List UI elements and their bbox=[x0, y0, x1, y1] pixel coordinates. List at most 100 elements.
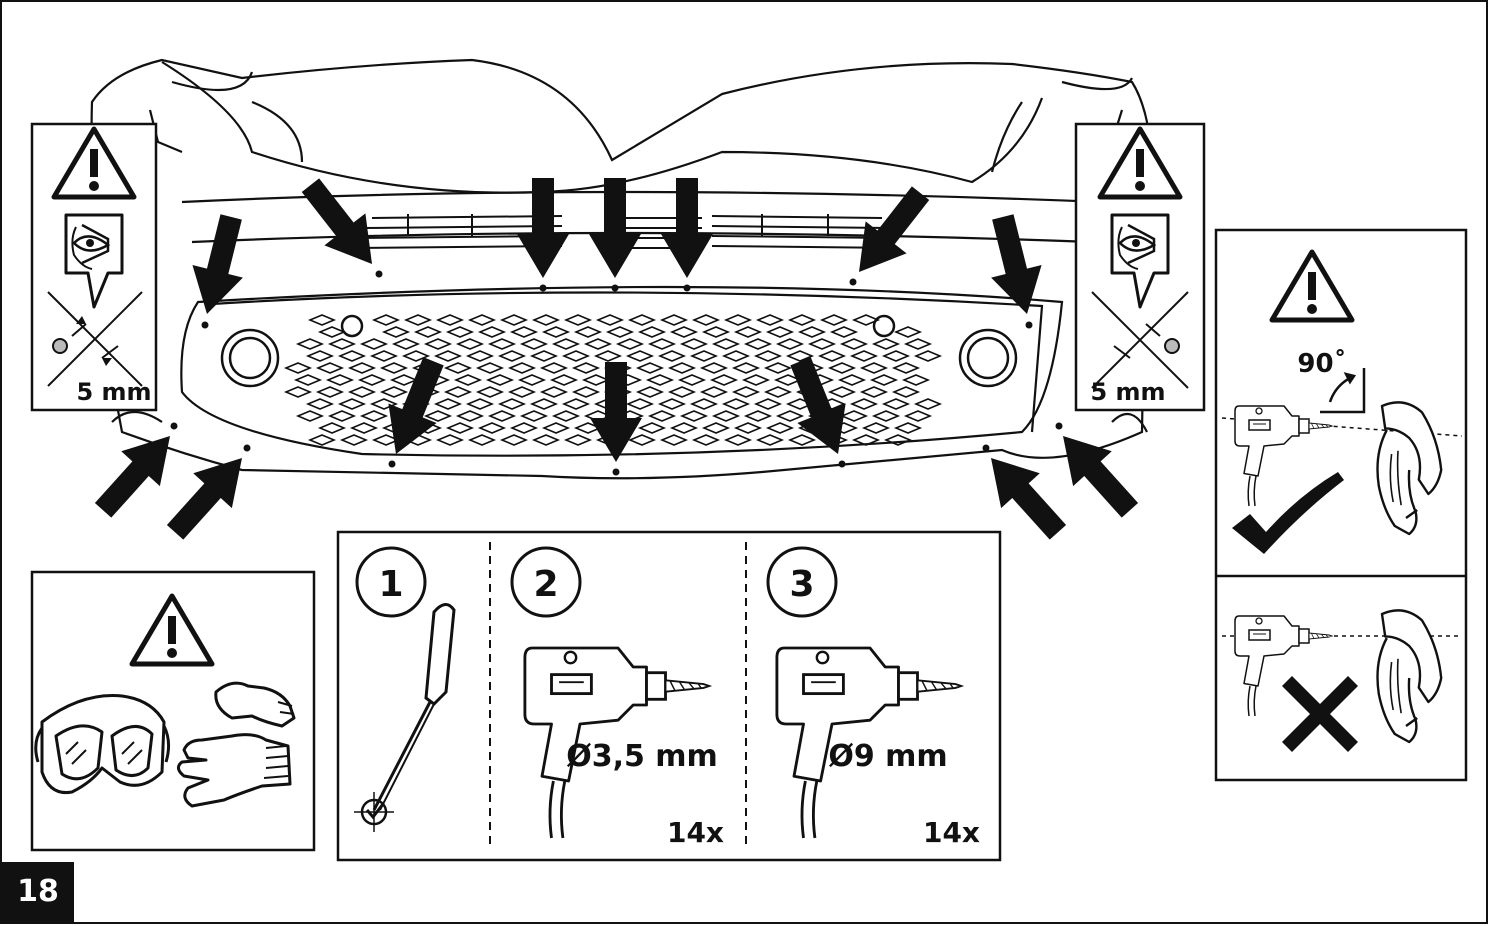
grille-cell bbox=[295, 338, 325, 350]
grille-cell bbox=[581, 374, 611, 386]
grille-cell bbox=[539, 386, 569, 398]
grille-cell bbox=[499, 314, 529, 326]
grille-cell bbox=[667, 362, 697, 374]
grille-cell bbox=[443, 386, 473, 398]
grille-cell bbox=[349, 422, 379, 434]
grille-cell bbox=[891, 362, 921, 374]
step-2: 2 Ø3,5 mm 14x bbox=[510, 546, 724, 849]
fog-light-left bbox=[220, 314, 364, 388]
grille-cell bbox=[305, 398, 335, 410]
grille-cell bbox=[347, 362, 377, 374]
grille-cell bbox=[901, 374, 931, 386]
grille-cell bbox=[379, 362, 409, 374]
arrow-icon bbox=[83, 418, 190, 528]
grille-cell bbox=[701, 422, 731, 434]
grille-cell bbox=[445, 326, 475, 338]
grille-cell bbox=[753, 398, 783, 410]
grille-cell bbox=[807, 338, 837, 350]
grille-cell bbox=[549, 374, 579, 386]
grille-cell bbox=[657, 398, 687, 410]
grille-cell bbox=[283, 386, 313, 398]
grille-cell bbox=[573, 326, 603, 338]
grille-cell bbox=[647, 338, 677, 350]
grille-cell bbox=[721, 398, 751, 410]
grille-cell bbox=[359, 410, 389, 422]
grille-cell bbox=[755, 314, 785, 326]
grille-cell bbox=[625, 350, 655, 362]
grille-cell bbox=[307, 314, 337, 326]
grille-cell bbox=[475, 386, 505, 398]
grille-cell bbox=[849, 350, 879, 362]
grille-cell bbox=[401, 350, 431, 362]
grille-cell bbox=[531, 314, 561, 326]
grille-cell bbox=[659, 434, 689, 446]
grille-cell bbox=[743, 410, 773, 422]
grille-cell bbox=[723, 314, 753, 326]
step-2-number: 2 bbox=[533, 564, 558, 605]
grille-cell bbox=[827, 362, 857, 374]
grille-cell bbox=[797, 326, 827, 338]
grille-cell bbox=[497, 398, 527, 410]
grille-cell bbox=[775, 410, 805, 422]
grille-cell bbox=[551, 410, 581, 422]
grille-cell bbox=[595, 314, 625, 326]
grille-cell bbox=[851, 434, 881, 446]
grille-cell bbox=[455, 410, 485, 422]
grille-cell bbox=[763, 362, 793, 374]
grille-cell bbox=[723, 434, 753, 446]
grille-cell bbox=[851, 314, 881, 326]
grille-cell bbox=[657, 350, 687, 362]
grille-cell bbox=[701, 326, 731, 338]
grille-cell bbox=[339, 434, 369, 446]
grille-cell bbox=[583, 338, 613, 350]
grille-cell bbox=[485, 374, 515, 386]
arrow-icon bbox=[155, 440, 262, 550]
grille-cell bbox=[891, 386, 921, 398]
grille-cell bbox=[295, 410, 325, 422]
grille-cell bbox=[507, 362, 537, 374]
grille-cell bbox=[903, 410, 933, 422]
grille-cell bbox=[465, 398, 495, 410]
grille-cell bbox=[859, 362, 889, 374]
grille-cell bbox=[369, 398, 399, 410]
grille-cell bbox=[327, 410, 357, 422]
grille-cell bbox=[637, 326, 667, 338]
grille-cell bbox=[763, 386, 793, 398]
grille-cell bbox=[507, 386, 537, 398]
grille-cell bbox=[753, 350, 783, 362]
grille-cell bbox=[467, 314, 497, 326]
grille-cell bbox=[391, 338, 421, 350]
grille-cell bbox=[659, 314, 689, 326]
grille-cell bbox=[541, 422, 571, 434]
grille-cell bbox=[883, 434, 913, 446]
grille-cell bbox=[307, 434, 337, 446]
grille-cell bbox=[467, 434, 497, 446]
grille-cell bbox=[615, 338, 645, 350]
step-1: 1 bbox=[354, 546, 456, 832]
checkmark-icon bbox=[1232, 472, 1344, 554]
grille-cell bbox=[403, 314, 433, 326]
grille-cell bbox=[785, 350, 815, 362]
grille-cell bbox=[837, 374, 867, 386]
grille-cell bbox=[293, 374, 323, 386]
grille-cell bbox=[477, 326, 507, 338]
grille-cell bbox=[689, 398, 719, 410]
safety-gear-panel bbox=[30, 570, 316, 852]
grille-cell bbox=[413, 326, 443, 338]
grille-cell bbox=[529, 398, 559, 410]
grille-cell bbox=[529, 350, 559, 362]
grille-cell bbox=[711, 338, 741, 350]
grille-cell bbox=[317, 422, 347, 434]
grille-cell bbox=[551, 338, 581, 350]
grille-cell bbox=[561, 350, 591, 362]
grille-cell bbox=[787, 434, 817, 446]
grille-cell bbox=[487, 410, 517, 422]
grille-cell bbox=[849, 398, 879, 410]
grille-cell bbox=[433, 350, 463, 362]
grille-cell bbox=[691, 314, 721, 326]
grille-cell bbox=[861, 422, 891, 434]
lower-grille-mesh bbox=[283, 314, 943, 446]
grille-cell bbox=[315, 362, 345, 374]
grille-cell bbox=[627, 434, 657, 446]
